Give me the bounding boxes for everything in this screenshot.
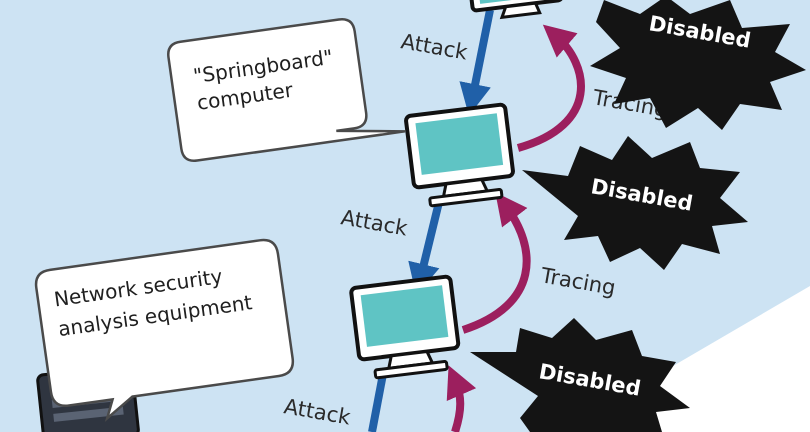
attack-arrow-2 — [408, 197, 444, 296]
monitor-icon — [404, 102, 515, 208]
tracing-arrow-1 — [516, 24, 585, 152]
disabled-starburst: Disabled — [590, 0, 806, 130]
disabled-starburst: Disabled — [522, 136, 748, 270]
tracing-arrow-3 — [446, 365, 477, 432]
attack-arrow-3 — [368, 373, 387, 432]
attack-arrow-1 — [459, 9, 494, 116]
tracing-arrow-2 — [461, 192, 531, 334]
springboard-bubble: "Springboard" computer — [167, 17, 406, 163]
monitor-icon — [349, 274, 461, 380]
disabled-starburst: Disabled — [470, 318, 690, 432]
network-equipment-bubble: Network security analysis equipment — [34, 238, 295, 422]
monitor-icon — [465, 0, 564, 20]
